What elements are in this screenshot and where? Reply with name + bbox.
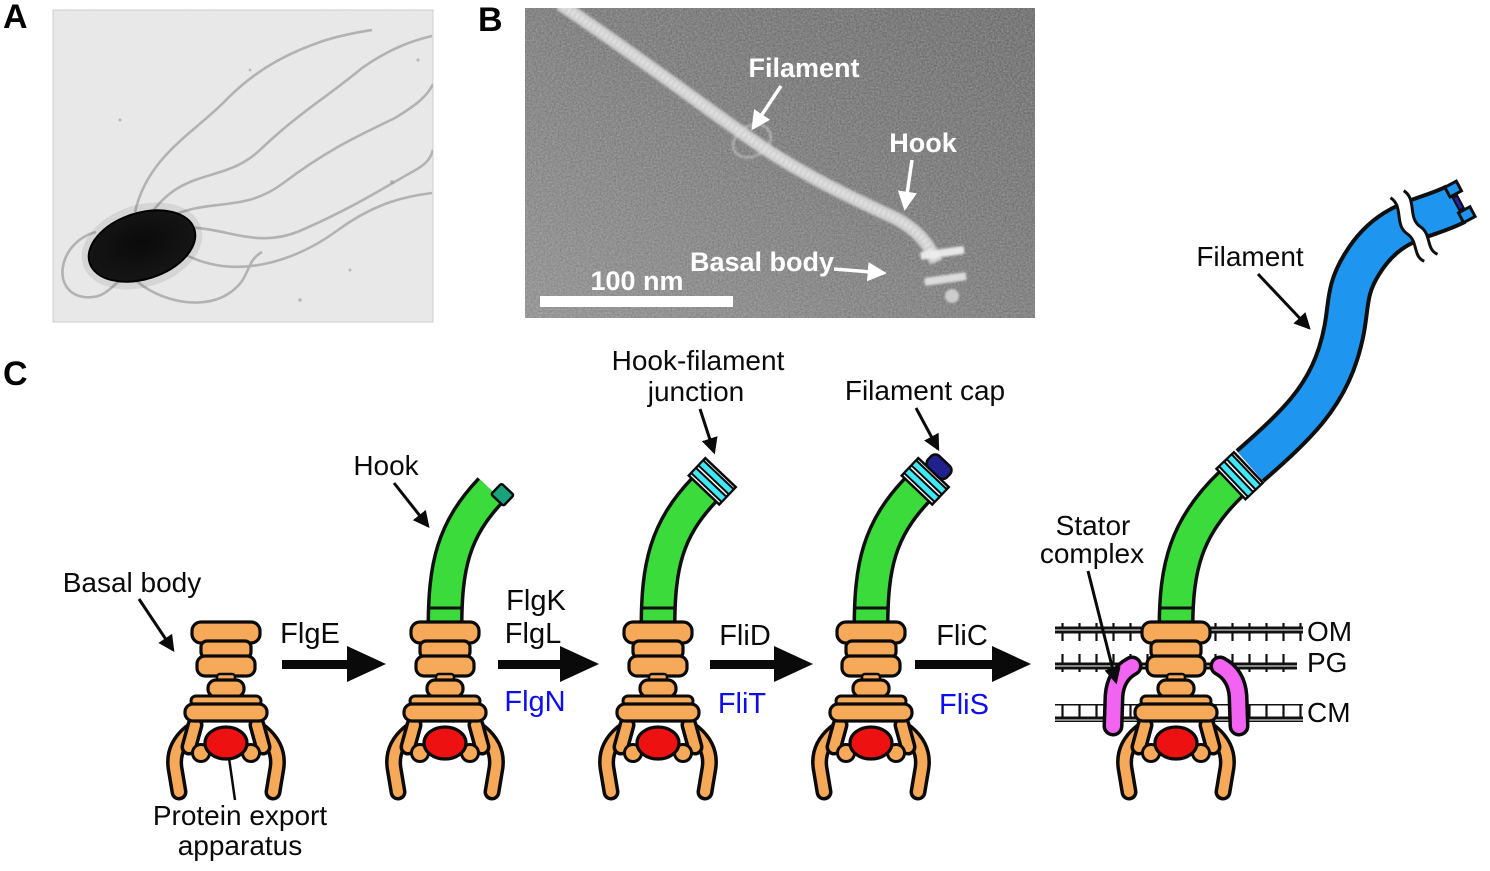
stator-complex-right: [1209, 655, 1250, 737]
stator-label-line2: complex: [1040, 538, 1144, 569]
junction-label-line2: junction: [647, 376, 745, 407]
panel-a-micrograph: [52, 9, 434, 323]
fliC-label: FliC: [936, 620, 988, 652]
em-basal-body-label: Basal body: [690, 247, 834, 277]
filament-cap-label: Filament cap: [845, 375, 1005, 406]
em-basal-body: [920, 246, 967, 303]
stator-arrow: [1086, 570, 1121, 685]
stator-label-line1: Stator: [1056, 510, 1131, 541]
flgE-label: FlgE: [280, 618, 340, 650]
panel-c-letter: C: [3, 355, 28, 393]
assembly-arrow-2: [498, 646, 599, 682]
filament-label: Filament: [1196, 241, 1304, 272]
hook-cap: [490, 482, 515, 507]
export-pointer-line: [227, 757, 237, 801]
scale-bar-label: 100 nm: [590, 266, 683, 296]
protein-export-label-line1: Protein export: [153, 800, 328, 831]
basal-body-label: Basal body: [63, 567, 202, 598]
em-filament-label: Filament: [748, 53, 859, 83]
flgL-label: FlgL: [505, 618, 561, 650]
flgN-label: FlgN: [504, 686, 565, 718]
stage-5-complete-flagellum: OM PG CM: [1055, 179, 1478, 792]
debris-specks: [118, 58, 420, 302]
protein-export-label-line2: apparatus: [178, 830, 303, 861]
panel-b: B Filament: [478, 1, 1035, 318]
filament-break-mark: [1389, 188, 1439, 265]
em-filament-circle: [732, 123, 772, 159]
filament-tip: [1442, 179, 1478, 225]
filament-final: [1235, 179, 1478, 483]
flgK-label: FlgK: [506, 585, 566, 617]
stage-3-hook-filament-junction: [607, 456, 738, 792]
filament-cap-arrow: [914, 407, 940, 452]
em-hook-arrow: [897, 159, 917, 211]
pg-label: PG: [1307, 647, 1347, 678]
om-label: OM: [1307, 616, 1352, 647]
assembly-arrow-4: [915, 646, 1031, 682]
hook-label: Hook: [353, 450, 419, 481]
em-filament-arrow: [751, 85, 783, 131]
flagella-strands: [61, 28, 433, 304]
stage-2-hook: [394, 482, 515, 792]
panel-b-micrograph: Filament Hook Basal body 100 nm: [525, 8, 1035, 318]
filament-arrow: [1256, 272, 1311, 330]
stage-4-filament-cap: [820, 453, 953, 792]
filament-cap: [925, 453, 953, 481]
panel-a: A: [3, 0, 434, 323]
fliT-label: FliT: [718, 688, 767, 720]
em-flagellum: [556, 8, 967, 303]
cm-label: CM: [1307, 697, 1351, 728]
hook-arrow: [392, 482, 430, 528]
scale-bar: [540, 296, 733, 307]
fliS-label: FliS: [939, 689, 989, 721]
panel-c: C Basal body Protein export apparatus Fl…: [3, 179, 1478, 861]
em-basal-body-arrow: [833, 262, 887, 282]
stage-1-basal-body: [175, 622, 278, 792]
em-hook-label: Hook: [889, 128, 957, 158]
panel-a-letter: A: [3, 0, 28, 36]
panel-b-letter: B: [478, 1, 503, 39]
hook-final: [1157, 470, 1245, 629]
junction-arrow: [698, 408, 718, 455]
basal-body-arrow: [137, 598, 175, 653]
junction-label-line1: Hook-filament: [612, 345, 785, 376]
assembly-arrow-1: [282, 646, 386, 682]
fliD-label: FliD: [719, 620, 771, 652]
assembly-arrow-3: [710, 646, 813, 682]
bacterium-cell: [81, 202, 203, 290]
